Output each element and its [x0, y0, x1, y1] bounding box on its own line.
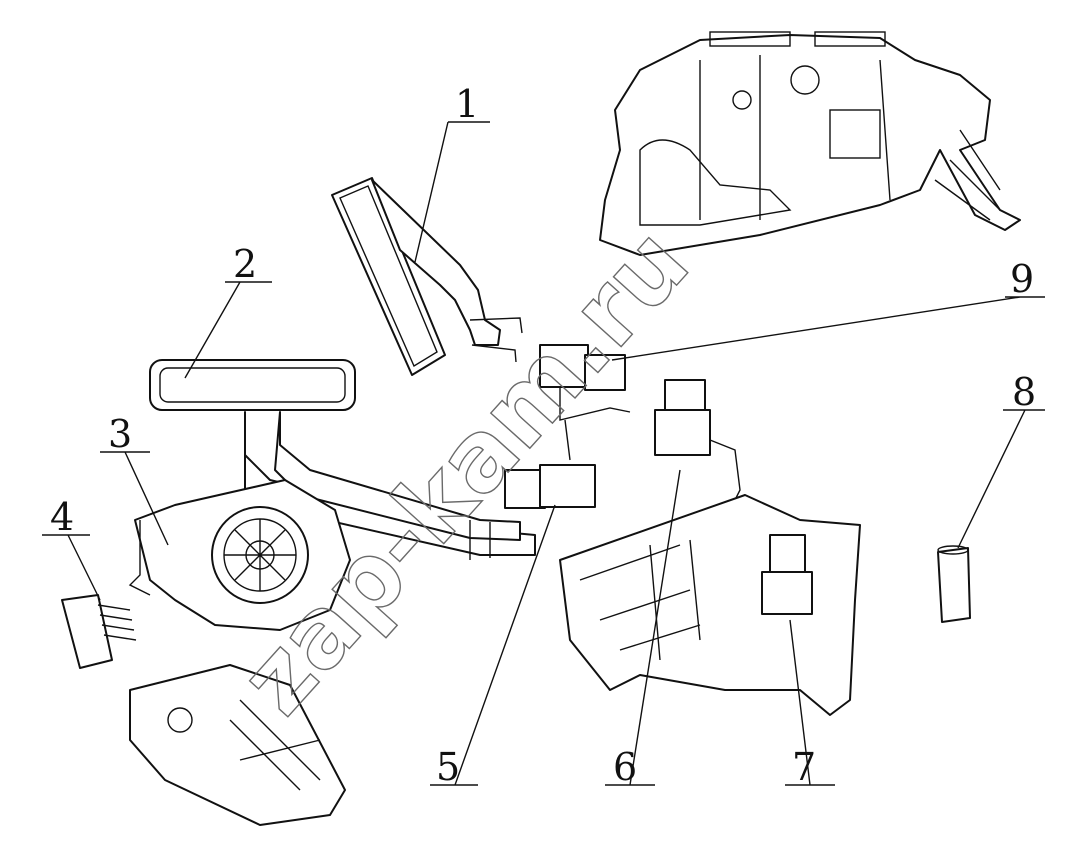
- sensor-cylinder: [937, 545, 971, 623]
- callout-7: 7: [792, 745, 816, 789]
- actuator-left: [504, 464, 596, 509]
- leader-line-8: [957, 409, 1045, 549]
- leader-line-4: [42, 534, 101, 601]
- leader-line-6: [605, 469, 681, 786]
- callout-8: 8: [1012, 370, 1036, 414]
- callout-4: 4: [50, 495, 74, 539]
- blower-housing-cover: [129, 664, 346, 826]
- leader-line-5: [430, 504, 556, 786]
- heater-core-upper: [331, 177, 523, 376]
- callout-2: 2: [233, 242, 257, 286]
- heater-housing: [599, 31, 1021, 256]
- callout-9: 9: [1010, 257, 1034, 301]
- leader-line-9: [611, 296, 1045, 361]
- blower-resistor: [61, 594, 137, 669]
- callout-6: 6: [613, 745, 637, 789]
- actuator-middle: [654, 379, 741, 501]
- leader-line-3: [100, 451, 169, 546]
- distribution-housing: [559, 494, 861, 716]
- blower-motor: [128, 479, 351, 631]
- actuator-upper: [539, 344, 631, 461]
- leader-line-1: [414, 121, 490, 263]
- leader-line-2: [184, 281, 272, 379]
- leader-line-7: [785, 619, 835, 786]
- callout-3: 3: [108, 412, 132, 456]
- callout-1: 1: [455, 82, 479, 126]
- callout-5: 5: [436, 745, 460, 789]
